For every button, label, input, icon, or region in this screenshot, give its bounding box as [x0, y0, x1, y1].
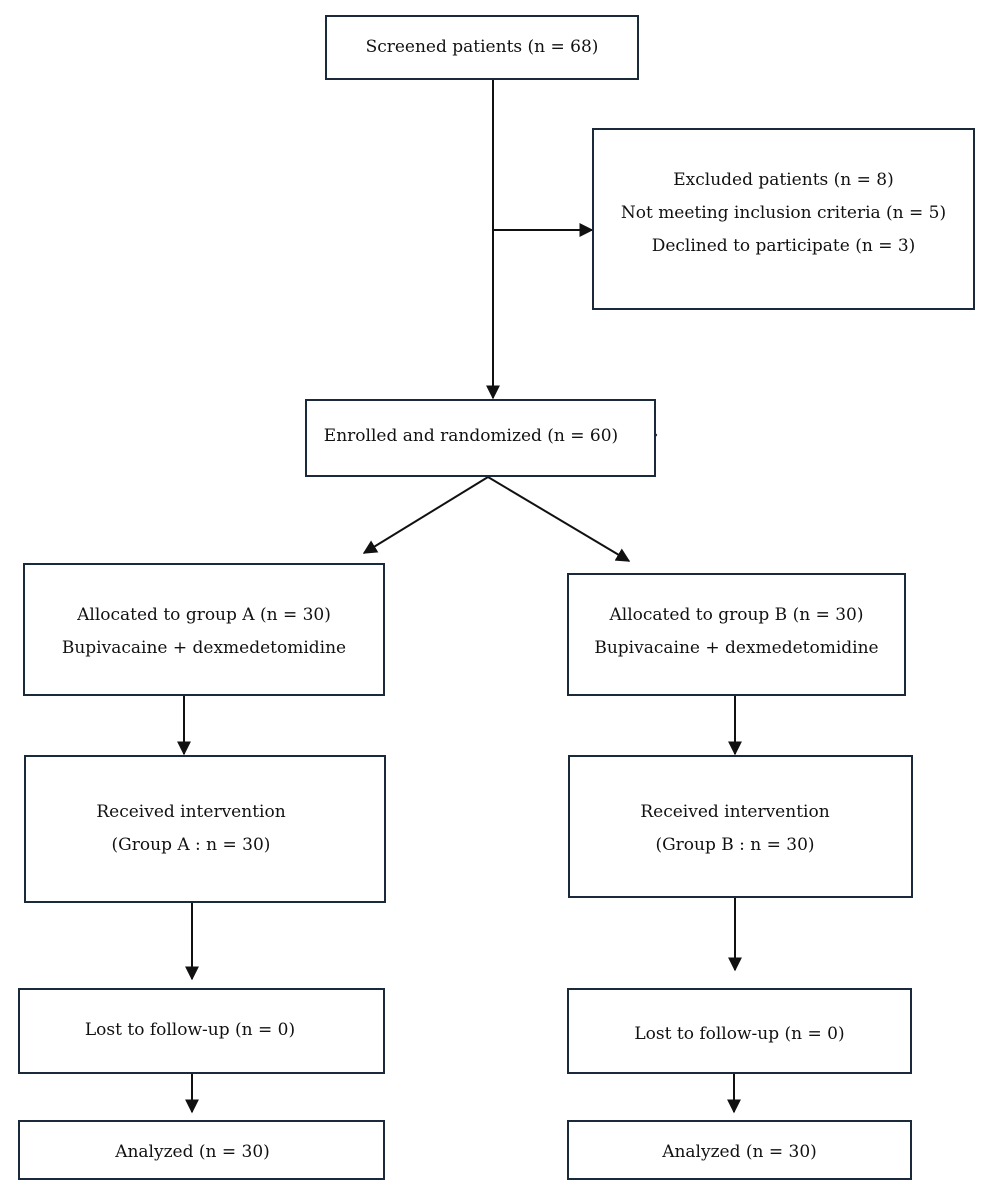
group-a-allocated-label: Allocated to group A (n = 30) — [77, 605, 331, 625]
excluded-reason-inclusion: Not meeting inclusion criteria (n = 5) — [620, 203, 947, 223]
group-b-lost-label: Lost to follow-up (n = 0) — [634, 1024, 845, 1044]
arrow-enrolled-to-group-a — [362, 476, 489, 554]
group-b-analyzed-label: Analyzed (n = 30) — [662, 1142, 817, 1162]
group-a-allocated-drug: Bupivacaine + dexmedetomidine — [61, 638, 347, 658]
group-a-lost-label: Lost to follow-up (n = 0) — [84, 1020, 296, 1040]
group-a-allocated-box: Allocated to group A (n = 30) Bupivacain… — [23, 563, 385, 696]
group-b-lost-box: Lost to follow-up (n = 0) — [567, 988, 912, 1074]
group-b-allocated-box: Allocated to group B (n = 30) Bupivacain… — [567, 573, 906, 696]
group-a-received-box: Received intervention (Group A : n = 30) — [24, 755, 386, 903]
enrolled-label: Enrolled and randomized (n = 60) — [323, 426, 619, 446]
group-a-received-count: (Group A : n = 30) — [111, 835, 271, 855]
group-a-received-label: Received intervention — [96, 802, 286, 822]
group-b-received-box: Received intervention (Group B : n = 30) — [568, 755, 913, 898]
arrow-enrolled-to-group-b — [487, 476, 631, 562]
enrolled-box: Enrolled and randomized (n = 60) — [305, 399, 656, 477]
screened-label: Screened patients (n = 68) — [365, 37, 599, 57]
excluded-reason-declined: Declined to participate (n = 3) — [651, 236, 916, 256]
group-a-analyzed-label: Analyzed (n = 30) — [115, 1142, 270, 1162]
excluded-box: Excluded patients (n = 8) Not meeting in… — [592, 128, 975, 310]
group-b-analyzed-box: Analyzed (n = 30) — [567, 1120, 912, 1180]
group-b-allocated-drug: Bupivacaine + dexmedetomidine — [594, 638, 879, 658]
group-b-received-label: Received intervention — [640, 802, 830, 822]
group-b-received-count: (Group B : n = 30) — [655, 835, 815, 855]
excluded-title: Excluded patients (n = 8) — [673, 170, 894, 190]
group-b-allocated-label: Allocated to group B (n = 30) — [609, 605, 864, 625]
group-a-lost-box: Lost to follow-up (n = 0) — [18, 988, 385, 1074]
group-a-analyzed-box: Analyzed (n = 30) — [18, 1120, 385, 1180]
screened-box: Screened patients (n = 68) — [325, 15, 639, 80]
